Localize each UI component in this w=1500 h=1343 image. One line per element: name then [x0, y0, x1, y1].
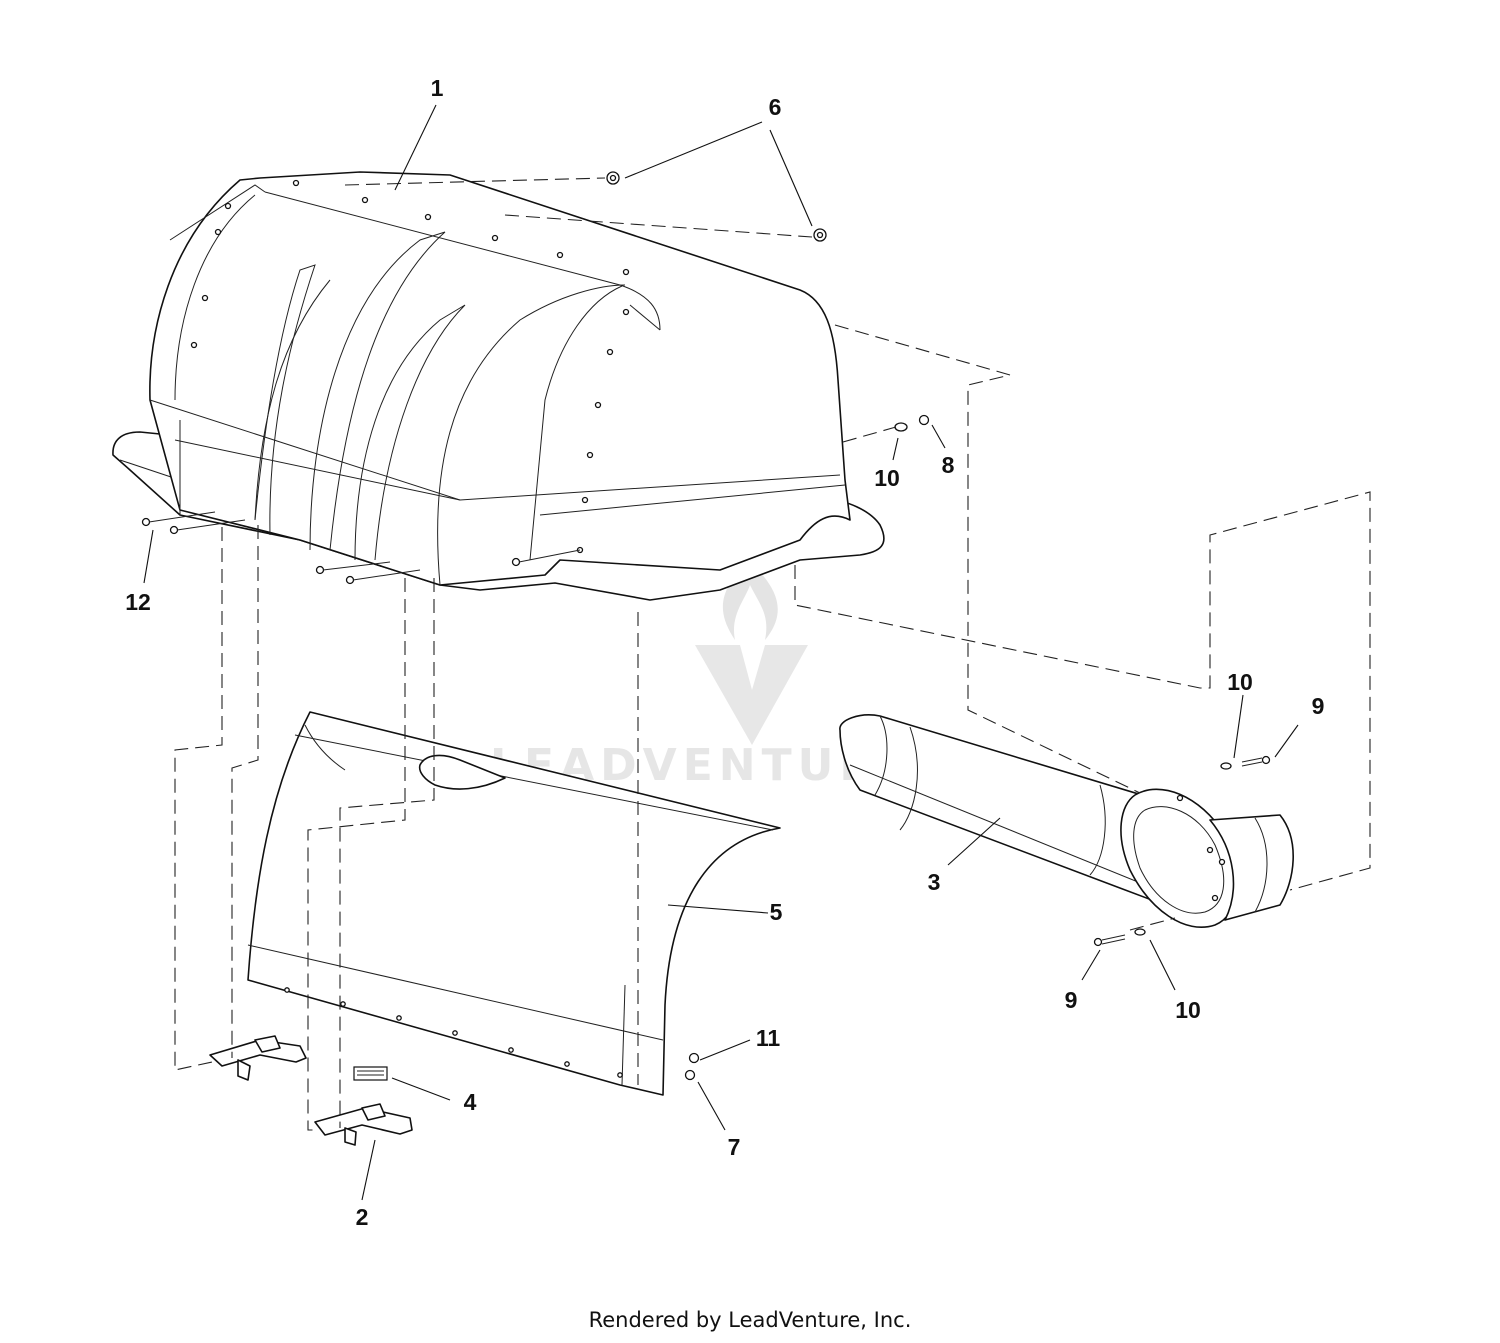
callout-9-tube-bottom: 9	[1065, 987, 1078, 1013]
callout-7: 7	[728, 1134, 741, 1160]
callout-5: 5	[770, 899, 783, 925]
callout-10-tube-top: 10	[1227, 669, 1253, 695]
part-5-deflector-panel	[247, 711, 781, 1096]
callout-9-tube-top: 9	[1312, 693, 1325, 719]
part-3-discharge-tube	[839, 714, 1294, 928]
callout-10-tube-bottom: 10	[1175, 997, 1201, 1023]
callout-leaders	[143, 104, 1299, 1201]
callout-6: 6	[769, 94, 782, 120]
part-7-11-nuts	[684, 1052, 700, 1081]
part-8-10-side-fasteners	[894, 414, 930, 432]
callout-8: 8	[942, 452, 955, 478]
assembly-dashed-lines	[174, 324, 1371, 1131]
callout-4: 4	[464, 1089, 477, 1115]
callout-2: 2	[356, 1204, 369, 1230]
part-6-nuts	[606, 171, 827, 242]
callout-10-hood: 10	[874, 465, 900, 491]
callout-3: 3	[928, 869, 941, 895]
part-12-screws	[141, 511, 581, 585]
part-4-decal	[353, 1066, 388, 1081]
render-credit-footer: Rendered by LeadVenture, Inc.	[588, 1308, 912, 1332]
part-1-hood-cover	[112, 171, 885, 601]
part-9-10-bolts-washers	[1093, 755, 1271, 947]
callout-numbers: 1 6 10 8 12 10 9 3 5 9 10 11 4 7 2	[125, 75, 1324, 1230]
callout-11: 11	[756, 1025, 781, 1051]
part-2-brackets	[209, 1035, 413, 1146]
callout-12: 12	[125, 589, 151, 615]
callout-1: 1	[431, 75, 444, 101]
